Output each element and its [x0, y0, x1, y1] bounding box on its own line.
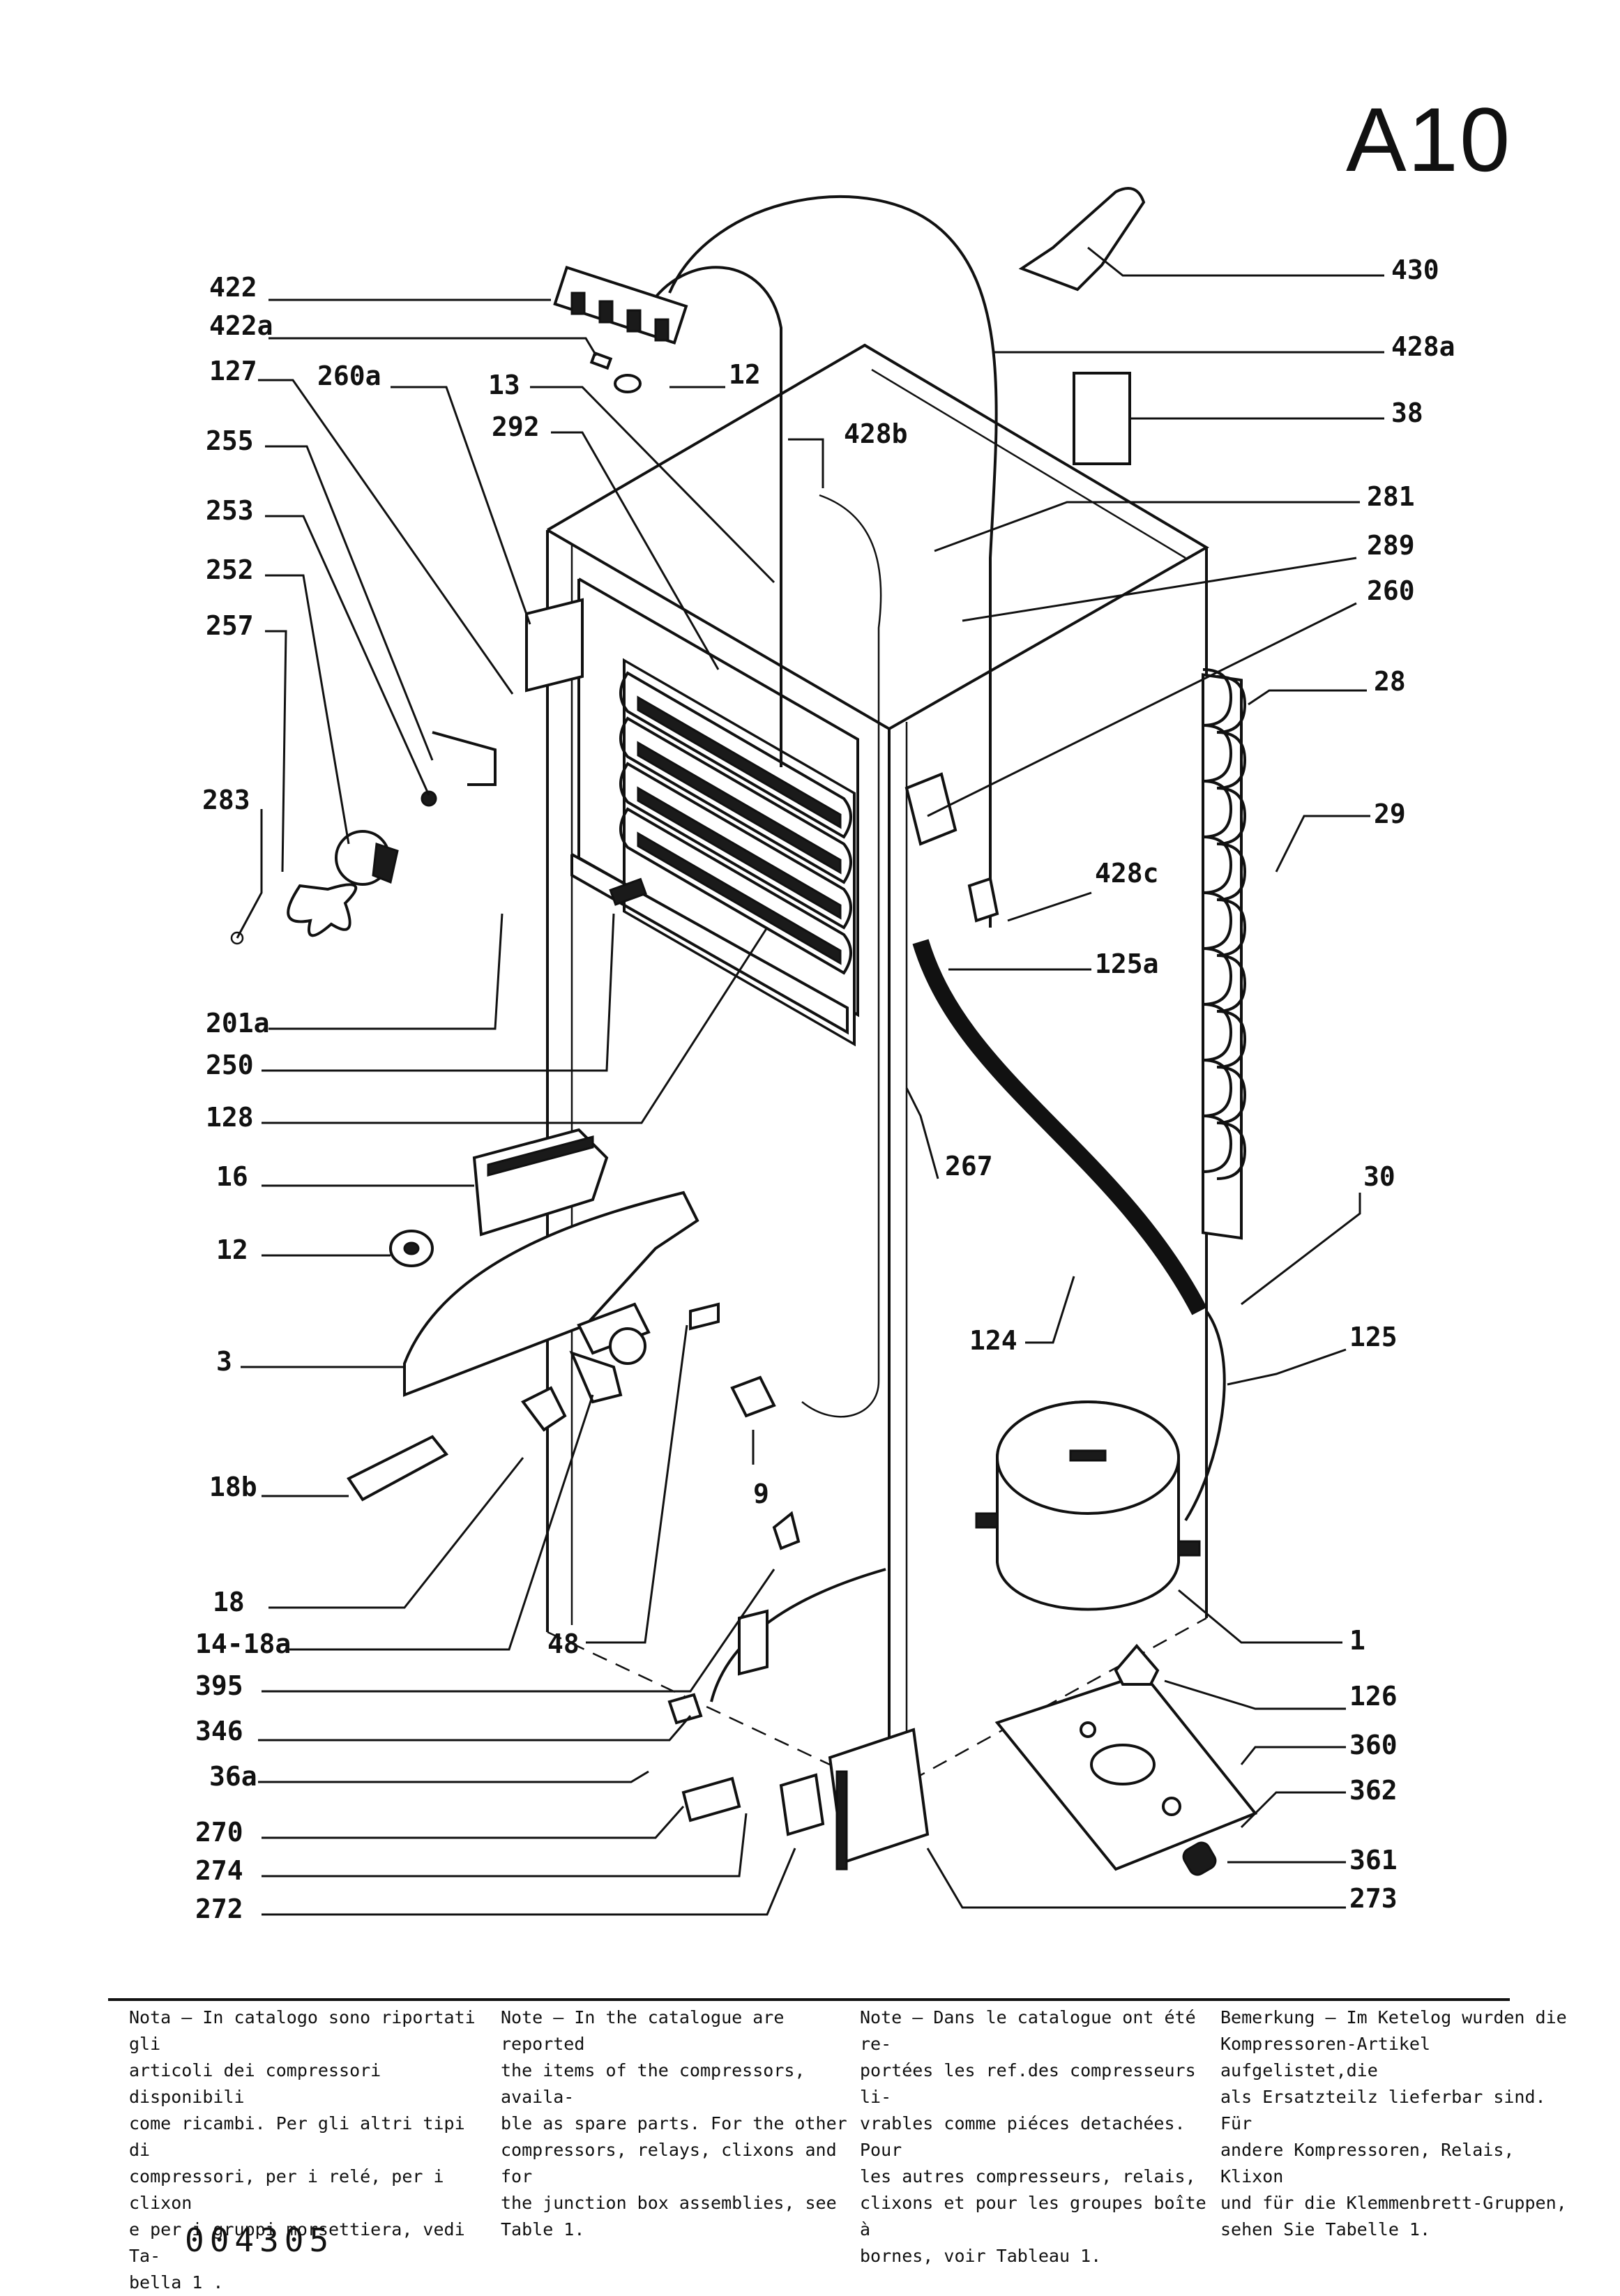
evaporator-assembly: [570, 577, 859, 1047]
part-label-267: 267: [945, 1151, 993, 1181]
condenser-coil: [1202, 668, 1247, 1240]
part-label-257: 257: [206, 610, 254, 641]
part-label-428a: 428a: [1391, 331, 1455, 362]
part-label-16: 16: [216, 1161, 248, 1192]
part-label-38: 38: [1391, 398, 1423, 428]
notes-divider: [108, 1998, 1510, 2001]
part-label-253: 253: [206, 495, 254, 526]
part-label-1: 1: [1349, 1625, 1365, 1656]
part-label-18b: 18b: [209, 1472, 257, 1502]
part-label-395: 395: [195, 1670, 243, 1701]
part-label-201a: 201a: [206, 1008, 270, 1039]
part-label-250: 250: [206, 1050, 254, 1080]
part-label-12-left: 12: [216, 1234, 248, 1265]
part-label-128: 128: [206, 1102, 254, 1133]
compressor: [975, 1400, 1201, 1611]
note-french: Note – Dans le catalogue ont été re- por…: [860, 2007, 1206, 2266]
part-label-422: 422: [209, 272, 257, 303]
part-label-430: 430: [1391, 255, 1439, 285]
part-label-126: 126: [1349, 1681, 1398, 1712]
base-plate: [994, 1643, 1258, 1876]
part-labels: 430 428a 38 281 289 260 28 29 428c 125a …: [195, 255, 1455, 1924]
note-english: Note – In the catalogue are reported the…: [501, 2007, 847, 2240]
note-german: Bemerkung – Im Ketelog wurden die Kompre…: [1220, 2007, 1567, 2240]
capillary-tubing: [647, 195, 998, 1702]
part-label-428c: 428c: [1095, 858, 1159, 889]
part-label-18: 18: [213, 1587, 245, 1617]
part-label-362: 362: [1349, 1775, 1398, 1806]
part-label-360: 360: [1349, 1730, 1398, 1760]
part-label-422a: 422a: [209, 310, 273, 341]
part-label-48: 48: [547, 1629, 580, 1659]
part-label-283: 283: [202, 785, 250, 815]
part-label-260: 260: [1367, 575, 1415, 606]
part-label-30: 30: [1363, 1161, 1395, 1192]
part-label-255: 255: [206, 425, 254, 456]
part-label-13: 13: [488, 370, 520, 400]
part-label-125: 125: [1349, 1322, 1398, 1352]
part-label-12-top: 12: [729, 359, 761, 390]
part-label-9: 9: [753, 1479, 769, 1509]
part-label-292: 292: [492, 411, 540, 442]
part-label-428b: 428b: [844, 418, 908, 449]
leader-lines-right: [926, 246, 1384, 1909]
part-label-272: 272: [195, 1894, 243, 1924]
part-label-29: 29: [1374, 799, 1406, 829]
part-label-36a: 36a: [209, 1761, 257, 1792]
part-label-274: 274: [195, 1855, 243, 1886]
part-label-252: 252: [206, 554, 254, 585]
part-label-361: 361: [1349, 1845, 1398, 1875]
part-label-14-18a: 14-18a: [195, 1629, 291, 1659]
component-parts: [230, 187, 1146, 1871]
part-label-270: 270: [195, 1817, 243, 1848]
discharge-hose: [912, 939, 1207, 1315]
part-label-281: 281: [1367, 481, 1415, 512]
part-label-260a: 260a: [317, 361, 381, 391]
discharge-pipe: [1184, 1310, 1226, 1522]
part-label-28: 28: [1374, 666, 1406, 697]
part-label-3: 3: [216, 1346, 232, 1377]
part-label-273: 273: [1349, 1883, 1398, 1914]
page-title: A10: [1346, 89, 1512, 190]
part-label-124: 124: [969, 1325, 1017, 1356]
evaporator-coils: [619, 671, 852, 975]
part-label-125a: 125a: [1095, 949, 1159, 979]
exploded-parts-diagram: 430 428a 38 281 289 260 28 29 428c 125a …: [195, 187, 1455, 1924]
leader-lines: [236, 299, 1075, 1916]
part-label-346: 346: [195, 1716, 243, 1746]
part-label-127: 127: [209, 356, 257, 386]
part-label-289: 289: [1367, 530, 1415, 561]
document-number: 004305: [185, 2221, 335, 2259]
